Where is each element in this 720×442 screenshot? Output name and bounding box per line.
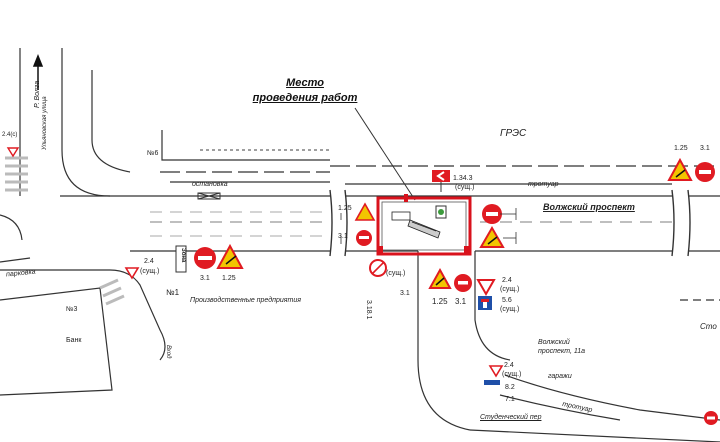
road-network: [0, 48, 720, 442]
sign-31-left-label: 3.1: [338, 233, 348, 240]
chevron-sign-icon: [432, 170, 450, 192]
south-street-west: [417, 251, 471, 431]
volga-label-text: Р. Волга: [34, 80, 41, 108]
sign-56-status: (сущ.): [500, 306, 520, 313]
road-works-sign-icon: [216, 243, 244, 269]
work-site-title: Место проведения работ: [240, 76, 370, 106]
sign-posts: [340, 208, 517, 244]
arrow-up-icon: [32, 53, 44, 90]
work-zone: [376, 194, 472, 256]
sign-125-bl-label: 1.25: [432, 297, 448, 306]
sto-label: Сто: [700, 322, 717, 331]
sign-56-label: 5.6: [502, 297, 512, 304]
parking-area: [0, 257, 31, 263]
prospekt-label: Волжский проспект: [543, 202, 635, 212]
bank-block: [0, 287, 113, 396]
no-u-turn-sign-icon: [369, 259, 387, 277]
road-works-sign-icon: [428, 267, 452, 289]
dead-end-sign-icon: [478, 296, 492, 310]
ulyanovskaya-east: [61, 48, 111, 197]
work-site-title-line-2: проведения работ: [252, 92, 358, 104]
sign-31-m-label: 3.1: [400, 290, 410, 297]
building-n6-label: №6: [147, 150, 159, 157]
work-site-title-line-1: Место: [286, 77, 324, 89]
zone-plate: [175, 245, 187, 273]
gres-label: ГРЭС: [500, 128, 527, 139]
no-entry-sign-icon: [194, 247, 216, 269]
building-n3-label: №3: [66, 306, 78, 313]
yield-sign-icon: [124, 267, 140, 280]
ulyanovskaya-label-text: Ульяновская улица: [42, 96, 48, 150]
sign-24-right-label: 2.4: [502, 277, 512, 284]
garage-road: [504, 374, 720, 421]
sign-31-bl-label: 3.1: [455, 297, 467, 306]
sign-1343-label: 1.34.3: [453, 175, 473, 182]
sign-125-far-label: 1.25: [674, 145, 688, 152]
sign-3181-status: (сущ.): [386, 270, 406, 277]
no-entry-sign-icon: [482, 204, 502, 224]
sign-24-top-label: 2.4(с): [2, 132, 18, 138]
studencheskiy-edge: [469, 429, 720, 442]
sign-24-bottom-status: (сущ.): [502, 371, 522, 378]
work-vehicle-icon: [391, 211, 441, 239]
sign-71-label: 7.1: [505, 396, 515, 403]
garages-label: гаражи: [548, 373, 572, 380]
crosswalk-parking: [99, 278, 125, 306]
yield-sign-icon: [488, 365, 504, 378]
entrance-label-text: Вход: [165, 345, 171, 359]
sign-24-bottom-label: 2.4: [504, 362, 514, 369]
sign-82-label: 8.2: [505, 384, 515, 391]
sign-1343-status: (сущ.): [455, 184, 475, 191]
road-works-sign-icon: [354, 202, 376, 221]
road-works-sign-icon: [667, 157, 693, 181]
sign-125-main-label: 1.25: [222, 275, 236, 282]
sign-31-main-label: 3.1: [200, 275, 210, 282]
barrier-marker-2: [464, 246, 469, 254]
building-n1-label: №1: [166, 288, 180, 297]
sign-31-far-label: 3.1: [700, 145, 710, 152]
no-entry-sign-icon: [704, 411, 718, 425]
road-break-marks: [329, 189, 691, 257]
no-entry-sign-icon: [454, 274, 472, 292]
sign-24-right-status: (сущ.): [500, 286, 520, 293]
no-entry-sign-icon: [695, 162, 715, 182]
south-street-east: [474, 251, 511, 361]
no-entry-sign-icon: [356, 230, 372, 246]
bus-stop-label: остановка: [192, 181, 228, 188]
work-zone-frame: [376, 196, 472, 256]
info-plate-icon: [484, 380, 500, 385]
barrier-marker-1: [404, 194, 408, 202]
leader-line: [354, 107, 416, 201]
sidewalk-top-label: тротуар: [528, 181, 559, 188]
barrier-marker-3: [378, 246, 383, 254]
sign-125-left-label: 1.25: [338, 205, 352, 212]
sign-3181-text: 3.18.1: [365, 300, 372, 320]
crosswalk-left: [5, 156, 28, 192]
block-n6: [161, 130, 330, 161]
left-road-south: [0, 269, 166, 361]
enterprises-label: Производственные предприятия: [190, 297, 301, 304]
zone-plate-text: Зона: [180, 248, 186, 263]
yield-sign-icon: [476, 279, 496, 297]
prospekt-11a-label: Волжский проспект, 11а: [538, 339, 586, 355]
work-zone-inner: [381, 201, 467, 251]
curve-left: [0, 214, 23, 241]
garage-road-2: [499, 394, 621, 421]
bus-stop-icon: [197, 192, 221, 200]
yield-sign-icon: [6, 147, 20, 158]
sign-24-left-label: 2.4: [144, 258, 154, 265]
studencheskiy-label: Студенческий пер: [480, 414, 542, 421]
traffic-light-icon: [435, 205, 447, 219]
bank-label: Банк: [66, 337, 82, 344]
ulyanovskaya-sidewalk: [91, 70, 131, 173]
road-works-sign-icon: [479, 226, 505, 248]
sign-24-left-status: (сущ.): [140, 268, 160, 275]
